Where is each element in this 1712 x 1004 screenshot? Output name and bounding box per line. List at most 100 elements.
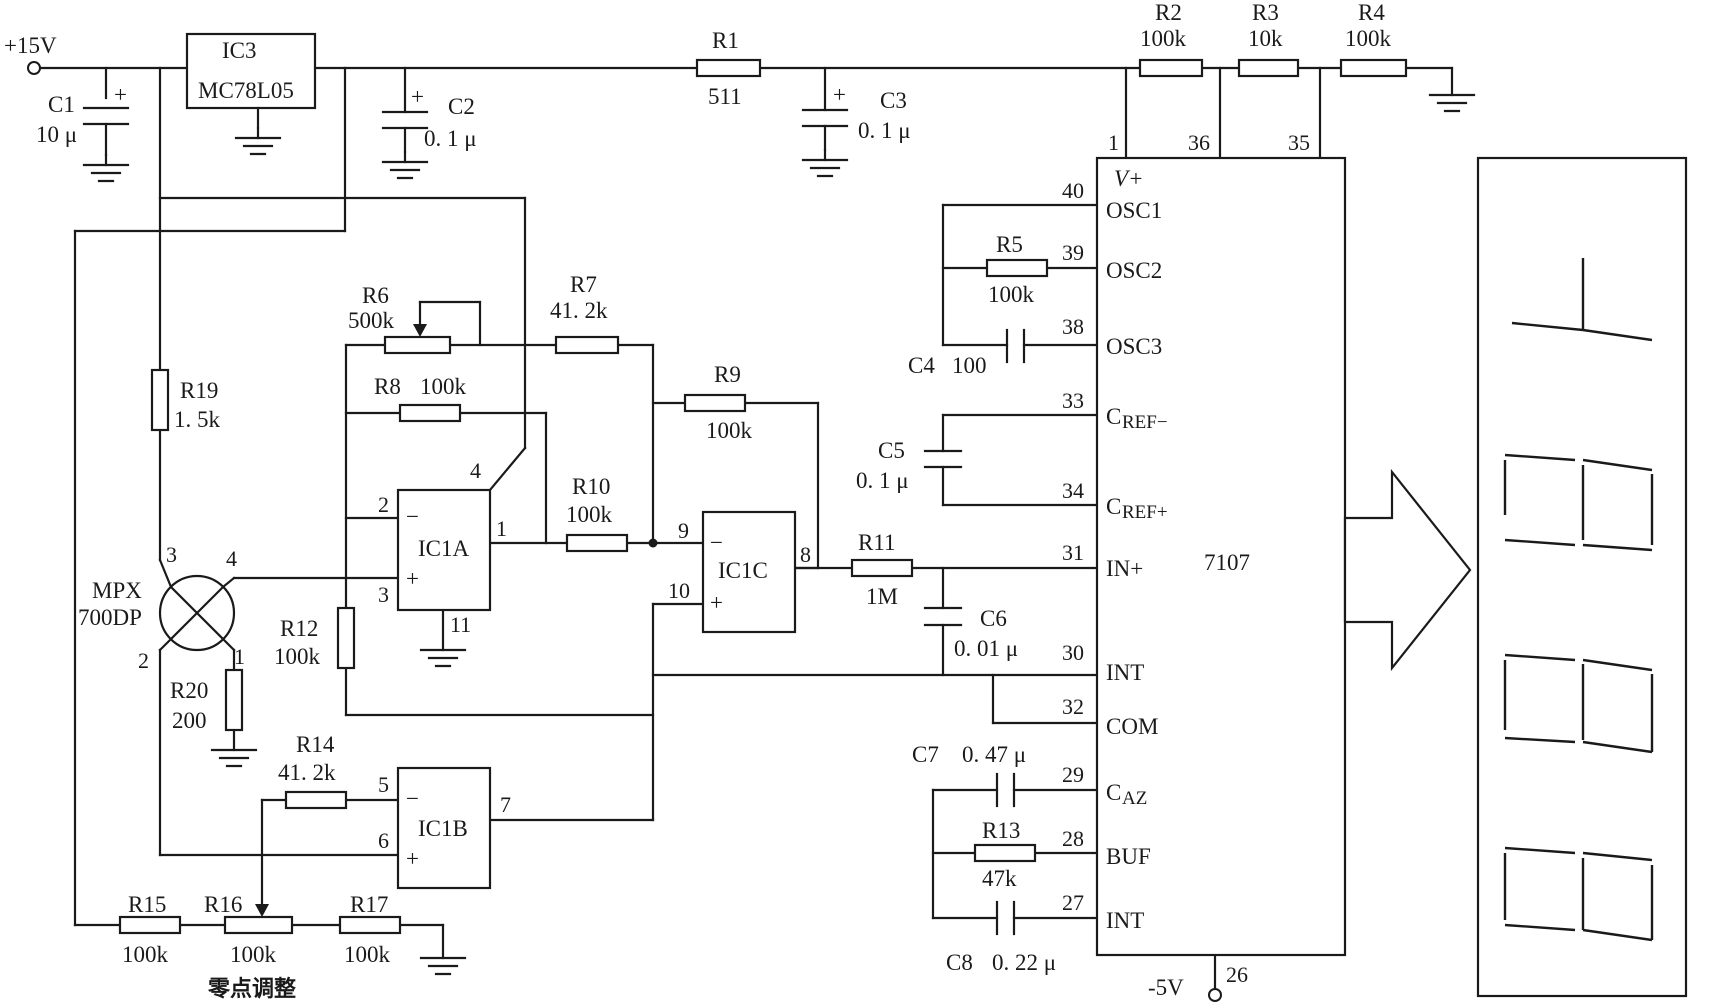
svg-text:−: −: [406, 504, 419, 529]
r11-resistor: R11 1M: [850, 530, 914, 609]
svg-text:3: 3: [166, 542, 177, 567]
c3-value: 0. 1 μ: [858, 118, 911, 143]
display-digit-4: [1503, 846, 1654, 942]
r20-resistor: R20 200: [170, 668, 244, 733]
c5-capacitor: C5 0. 1 μ: [856, 438, 963, 493]
supply-pos-label: +15V: [4, 33, 57, 58]
r19-ref: R19: [180, 378, 218, 403]
r1-resistor: R1 511: [695, 28, 762, 109]
sensor-name: MPX: [92, 578, 142, 603]
r10-ref: R10: [572, 474, 610, 499]
svg-text:+: +: [406, 566, 419, 591]
svg-text:3: 3: [378, 582, 389, 607]
r19-resistor: R19 1. 5k: [150, 368, 221, 432]
ic3-regulator: IC3 MC78L05: [185, 32, 317, 130]
r12-resistor: R12 100k: [274, 606, 356, 670]
svg-text:31: 31: [1062, 540, 1084, 565]
svg-text:C: C: [1106, 780, 1121, 805]
supply-neg-label: -5V: [1148, 975, 1184, 1000]
r20-ref: R20: [170, 678, 208, 703]
svg-text:V+: V+: [1114, 166, 1144, 191]
r16-value: 100k: [230, 942, 277, 967]
c2-value: 0. 1 μ: [424, 126, 477, 151]
svg-text:8: 8: [800, 542, 811, 567]
r17-value: 100k: [344, 942, 391, 967]
ic1b-ref: IC1B: [418, 816, 468, 841]
svg-text:38: 38: [1062, 314, 1084, 339]
svg-text:4: 4: [470, 458, 481, 483]
svg-text:30: 30: [1062, 640, 1084, 665]
svg-text:39: 39: [1062, 240, 1084, 265]
r2-resistor: R2 100k: [1138, 0, 1204, 78]
ic1a-ref: IC1A: [418, 536, 470, 561]
svg-text:IN+: IN+: [1106, 556, 1143, 581]
r5-resistor: R5 100k: [985, 232, 1049, 307]
svg-text:OSC3: OSC3: [1106, 334, 1162, 359]
c5-value: 0. 1 μ: [856, 468, 909, 493]
r5-value: 100k: [988, 282, 1035, 307]
r13-value: 47k: [982, 866, 1017, 891]
svg-text:7: 7: [500, 792, 511, 817]
svg-text:+: +: [411, 84, 424, 109]
r6-value: 500k: [348, 308, 395, 333]
ic1b-opamp: IC1B − + 5 6 7: [378, 766, 511, 890]
supply-terminals: +15V -5V: [4, 33, 1222, 1002]
r11-ref: R11: [858, 530, 896, 555]
r12-value: 100k: [274, 644, 321, 669]
ground-icon: [1428, 93, 1476, 113]
svg-text:C: C: [1106, 494, 1121, 519]
display-digit-1: [1511, 258, 1653, 342]
r4-resistor: R4 100k: [1339, 0, 1408, 78]
svg-text:32: 32: [1062, 694, 1084, 719]
ic3-part: MC78L05: [198, 78, 294, 103]
c2-capacitor: + C2 0. 1 μ: [381, 84, 477, 154]
r6-potentiometer: R6 500k: [348, 283, 452, 355]
svg-text:29: 29: [1062, 762, 1084, 787]
svg-text:10: 10: [668, 578, 690, 603]
c2-ref: C2: [448, 94, 475, 119]
r2-value: 100k: [1140, 26, 1187, 51]
ground-icon: [82, 153, 130, 183]
r16-ref: R16: [204, 892, 242, 917]
r2-ref: R2: [1155, 0, 1182, 25]
svg-text:−: −: [710, 530, 723, 555]
r15-ref: R15: [128, 892, 166, 917]
c5-ref: C5: [878, 438, 905, 463]
r9-value: 100k: [706, 418, 753, 443]
r1-ref: R1: [712, 28, 739, 53]
sensor-model: 700DP: [78, 605, 142, 630]
ground-icon: [234, 126, 282, 156]
r3-ref: R3: [1252, 0, 1279, 25]
c4-value: 100: [952, 353, 987, 378]
svg-text:INT: INT: [1106, 660, 1144, 685]
ground-icon: [801, 148, 849, 178]
svg-text:9: 9: [678, 518, 689, 543]
adc-part: 7107: [1204, 550, 1250, 575]
r15-resistor: R15 100k: [118, 892, 182, 967]
c6-value: 0. 01 μ: [954, 636, 1018, 661]
svg-text:33: 33: [1062, 388, 1084, 413]
c7-value: 0. 47 μ: [962, 742, 1026, 767]
r17-resistor: R17 100k: [338, 892, 402, 967]
svg-text:+: +: [833, 82, 846, 107]
c3-capacitor: + C3 0. 1 μ: [801, 82, 911, 152]
c7-ref: C7: [912, 742, 939, 767]
svg-text:+: +: [710, 590, 723, 615]
r12-ref: R12: [280, 616, 318, 641]
r7-resistor: R7 41. 2k: [550, 272, 620, 355]
svg-text:AZ: AZ: [1122, 788, 1147, 809]
r3-value: 10k: [1248, 26, 1283, 51]
ground-icon: [210, 748, 258, 768]
c8-value: 0. 22 μ: [992, 950, 1056, 975]
ground-icon: [419, 648, 467, 668]
svg-text:INT: INT: [1106, 908, 1144, 933]
c1-value: 10 μ: [36, 122, 77, 147]
r6-ref: R6: [362, 283, 389, 308]
r7-ref: R7: [570, 272, 597, 297]
svg-text:35: 35: [1288, 130, 1310, 155]
r13-ref: R13: [982, 818, 1020, 843]
svg-text:OSC2: OSC2: [1106, 258, 1162, 283]
c4-capacitor: C4 100: [908, 328, 1026, 378]
c8-capacitor: C8 0. 22 μ: [946, 900, 1056, 975]
seven-segment-display: [1476, 156, 1688, 998]
